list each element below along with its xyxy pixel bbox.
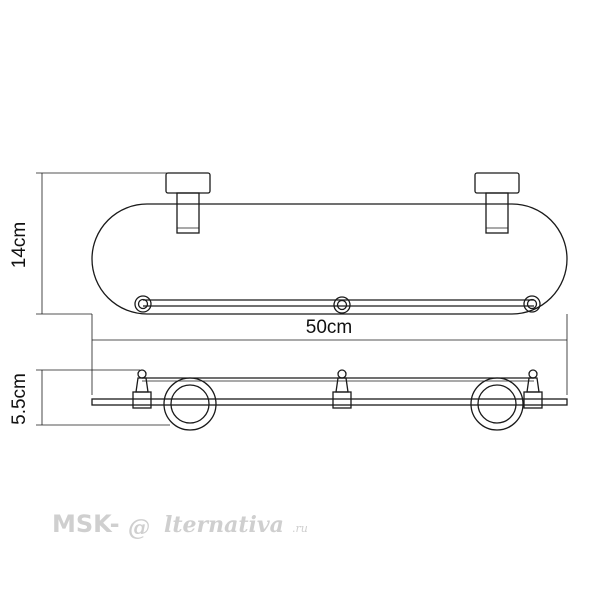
glass-shelf-outline [91, 203, 568, 315]
post-clamp-left [132, 369, 152, 409]
watermark-suffix: .ru [292, 522, 308, 535]
width-label: 50cm [306, 317, 352, 338]
top-view [91, 172, 568, 315]
height-dimension-top: 14cm [9, 172, 170, 315]
front-rail-top [143, 299, 534, 307]
wall-mount-left [163, 377, 217, 431]
rail-post-right [523, 295, 541, 313]
rail-post-center [333, 296, 351, 314]
watermark-logo: MSK- @ lternativa .ru [52, 510, 308, 541]
post-clamp-right [523, 369, 543, 409]
wall-bracket-right [474, 172, 520, 234]
front-view [91, 369, 568, 431]
watermark-script: lternativa [164, 512, 284, 538]
glass-shelf-edge [91, 398, 568, 406]
post-clamp-center [332, 369, 352, 409]
rail-post-left [134, 295, 152, 313]
height-label-side: 5.5cm [9, 373, 30, 425]
height-dimension-side: 5.5cm [9, 369, 170, 426]
wall-bracket-left [165, 172, 211, 234]
watermark-at-symbol: @ [128, 515, 150, 541]
width-dimension: 50cm [91, 314, 568, 395]
wall-mount-right [470, 377, 524, 431]
watermark-prefix: MSK- [52, 510, 120, 538]
height-label-top: 14cm [9, 222, 30, 268]
